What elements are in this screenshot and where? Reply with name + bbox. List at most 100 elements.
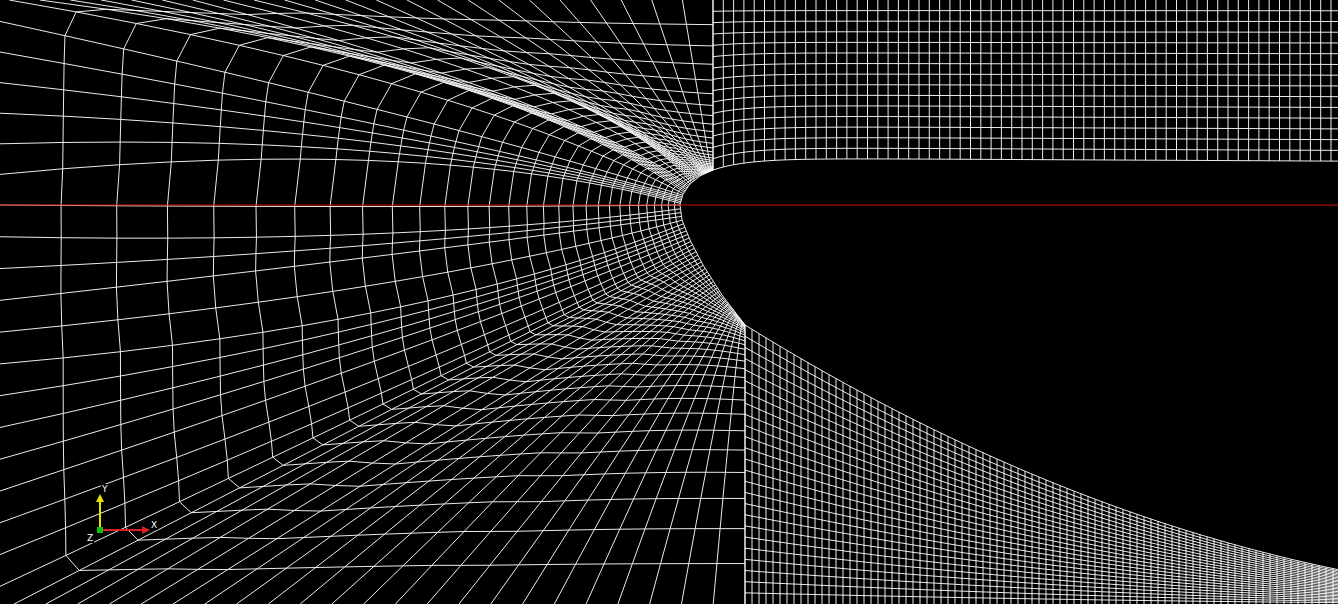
mesh-line xyxy=(620,162,745,328)
mesh-line xyxy=(1214,539,1215,604)
mesh-line xyxy=(1102,502,1103,604)
mesh-line xyxy=(745,537,1338,596)
mesh-line xyxy=(713,148,1338,158)
mesh-line xyxy=(983,453,984,604)
mesh-line xyxy=(980,0,981,159)
mesh-line xyxy=(919,0,920,159)
mesh-line xyxy=(787,350,788,604)
mesh-line xyxy=(618,313,736,604)
mesh-line xyxy=(939,0,940,159)
mesh-line xyxy=(713,53,1338,57)
mesh-line xyxy=(867,0,868,159)
z-axis-dot xyxy=(97,527,103,533)
mesh-line xyxy=(745,515,1338,594)
mesh-line xyxy=(713,85,1338,91)
mesh-line xyxy=(1310,0,1311,161)
mesh-line xyxy=(745,548,1338,597)
mesh-line xyxy=(801,359,802,604)
mesh-line xyxy=(997,459,998,604)
axis-label-holder: Z xyxy=(86,533,94,543)
mesh-line xyxy=(713,42,1338,45)
axis-label-holder: Y xyxy=(101,484,109,494)
mesh-line xyxy=(745,481,1338,589)
mesh-line xyxy=(0,224,684,364)
mesh-line xyxy=(850,386,851,604)
mesh-line xyxy=(491,301,727,604)
mesh-line xyxy=(713,0,714,170)
mesh-line xyxy=(888,0,889,159)
x-axis-arrow xyxy=(100,529,144,531)
mesh-line xyxy=(745,392,1338,579)
mesh-line xyxy=(941,433,942,604)
mesh-line xyxy=(962,443,963,604)
mesh-line xyxy=(294,56,745,445)
mesh-line xyxy=(681,319,740,604)
mesh-line xyxy=(1052,0,1053,160)
mesh-line xyxy=(948,436,949,604)
mesh-line xyxy=(0,52,682,197)
mesh-line xyxy=(733,0,734,165)
mesh-line xyxy=(1258,0,1259,161)
mesh-line xyxy=(745,347,1338,573)
mesh-line xyxy=(745,526,1338,595)
axis-line xyxy=(0,205,1338,206)
y-arrow-head xyxy=(96,494,104,502)
mesh-line xyxy=(864,394,865,604)
mesh-line xyxy=(713,127,1338,136)
mesh-line xyxy=(745,358,1338,574)
mesh-line xyxy=(1155,0,1156,160)
mesh-line xyxy=(1158,521,1159,604)
mesh-line xyxy=(0,209,681,238)
mesh-line xyxy=(509,120,745,349)
mesh-line xyxy=(713,322,742,604)
mesh-line xyxy=(808,363,809,604)
mesh-line xyxy=(489,113,745,355)
mesh-line xyxy=(843,382,844,604)
mesh-line xyxy=(268,278,711,604)
mesh-line xyxy=(1083,0,1084,160)
mesh-line xyxy=(754,0,755,162)
mesh-line xyxy=(745,336,1338,572)
mesh-line xyxy=(920,423,921,604)
mesh-line xyxy=(0,213,681,269)
mesh-line xyxy=(78,259,700,604)
mesh-line xyxy=(1060,486,1061,604)
mesh-line xyxy=(857,390,858,604)
mesh-line xyxy=(794,355,795,604)
mesh-line xyxy=(929,0,930,159)
mesh-line xyxy=(1046,480,1047,604)
mesh-line xyxy=(1300,0,1301,161)
mesh-line xyxy=(1200,535,1201,604)
mesh-line xyxy=(1186,0,1187,160)
mesh-line xyxy=(713,64,1338,68)
mesh-line xyxy=(1116,507,1117,604)
mesh-line xyxy=(713,117,1338,125)
mesh-line xyxy=(213,38,745,488)
mesh-line xyxy=(1011,465,1012,604)
mesh-line xyxy=(885,405,886,604)
mesh-line xyxy=(745,571,1338,601)
mesh-line xyxy=(1130,512,1131,604)
mesh-line xyxy=(745,325,1338,571)
mesh-line xyxy=(1095,499,1096,604)
mesh-line xyxy=(764,0,765,161)
mesh-line xyxy=(1109,504,1110,604)
mesh-line xyxy=(877,0,878,159)
mesh-line xyxy=(1094,0,1095,160)
mesh-line xyxy=(713,10,1338,12)
mesh-line xyxy=(459,298,724,604)
mesh-line xyxy=(1032,0,1033,160)
mesh-line xyxy=(898,0,899,159)
mesh-line xyxy=(713,32,1338,34)
mesh-line xyxy=(991,0,992,159)
mesh-line xyxy=(766,338,767,604)
mesh-line xyxy=(638,168,745,326)
mesh-line xyxy=(713,74,1338,79)
mesh-line xyxy=(1145,0,1146,160)
y-axis-arrow xyxy=(99,500,101,530)
mesh-line xyxy=(976,450,977,604)
mesh-line xyxy=(1144,517,1145,604)
